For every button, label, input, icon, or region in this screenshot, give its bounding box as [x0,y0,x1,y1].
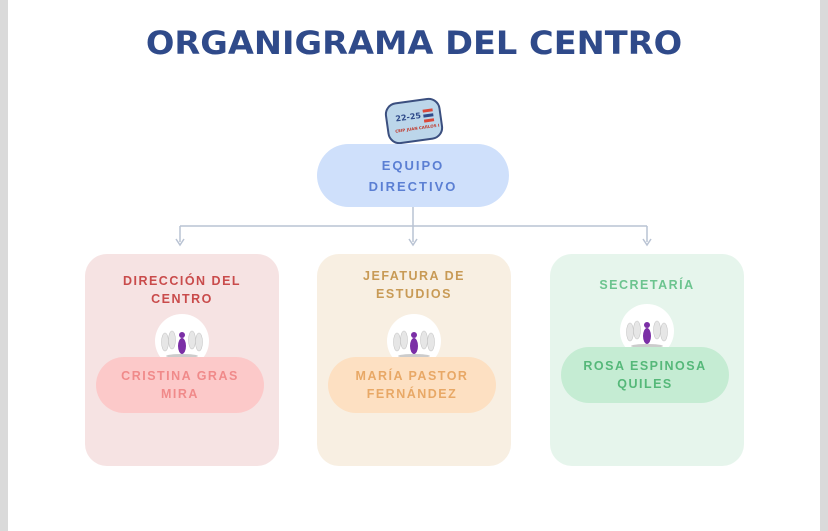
page-title: ORGANIGRAMA DEL CENTRO [145,24,683,62]
department-card-secretaria: SECRETARÍA ROSA ESPINOSA QUILES [550,254,744,466]
root-label: EQUIPO DIRECTIVO [368,157,458,194]
person-name: CRISTINA GRAS MIRA [121,369,239,401]
arrowhead-3 [642,238,652,247]
arrowhead-2 [408,238,418,247]
person-name: MARÍA PASTOR FERNÁNDEZ [355,369,469,401]
arrowhead-1 [175,238,185,247]
person-pill: MARÍA PASTOR FERNÁNDEZ [328,357,496,413]
role-title: DIRECCIÓN DEL CENTRO [122,274,242,306]
root-node: EQUIPO DIRECTIVO [317,144,509,207]
department-card-jefatura: JEFATURA DE ESTUDIOS MARÍA PASTOR FERNÁN… [317,254,511,466]
person-pill: CRISTINA GRAS MIRA [96,357,264,413]
role-title: SECRETARÍA [599,278,695,292]
person-name: ROSA ESPINOSA QUILES [583,359,707,391]
department-card-direccion: DIRECCIÓN DEL CENTRO CRISTINA GRAS MIRA [85,254,279,466]
role-title: JEFATURA DE ESTUDIOS [363,269,465,301]
person-pill: ROSA ESPINOSA QUILES [561,347,729,403]
